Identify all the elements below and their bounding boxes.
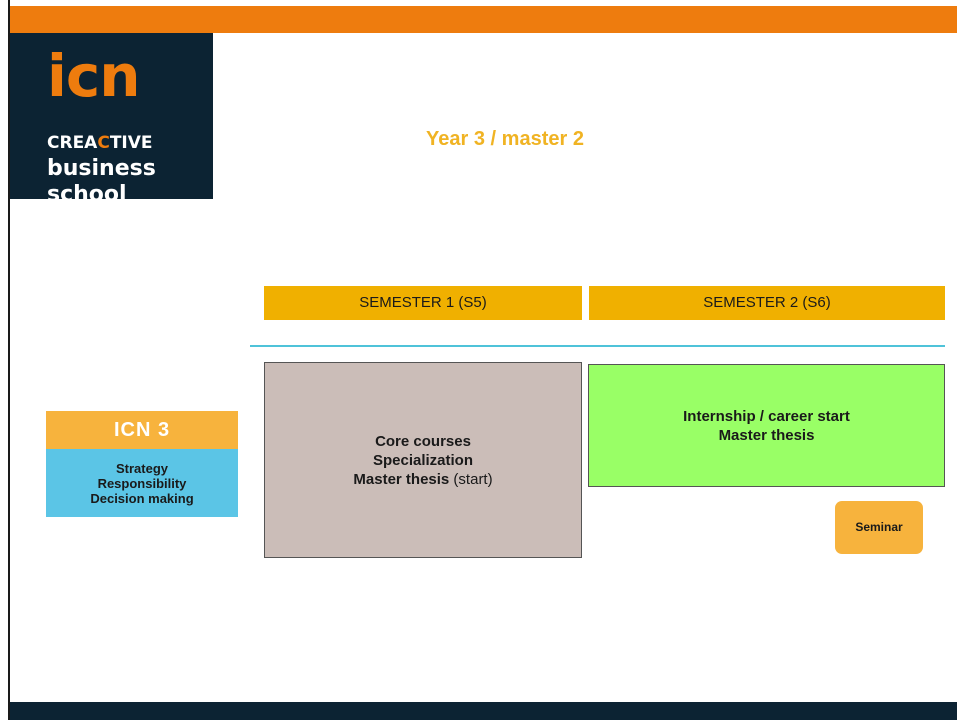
left-frame-border <box>0 0 10 720</box>
icn3-theme-strategy: Strategy <box>115 460 169 476</box>
logo-line-school: school <box>47 182 127 207</box>
semester-1-header: SEMESTER 1 (S5) <box>264 286 582 320</box>
logo-line-creactive: CREACTIVE <box>47 133 153 153</box>
internship-text: Internship / career start <box>683 408 850 425</box>
specialization-text: Specialization <box>372 451 474 469</box>
bottom-footer-bar <box>10 702 957 720</box>
icn3-theme-responsibility: Responsibility <box>97 475 187 491</box>
slide-title: Year 3 / master 2 <box>426 128 584 150</box>
semester-2-header: SEMESTER 2 (S6) <box>589 286 945 320</box>
icn3-theme-decision-making: Decision making <box>90 490 194 506</box>
icn3-heading: ICN 3 <box>46 411 238 449</box>
seminar-badge: Seminar <box>835 501 923 554</box>
core-courses-text: Core courses <box>375 432 471 450</box>
semester-1-content-box: Core courses Specialization Master thesi… <box>264 362 582 558</box>
semester-2-content-box: Internship / career start Master thesis <box>588 364 945 487</box>
school-logo: icn CREACTIVE business school <box>10 33 213 207</box>
master-thesis-start-text: Master thesis (start) <box>353 470 493 488</box>
master-thesis-text: Master thesis <box>718 427 815 444</box>
logo-line-business: business <box>47 156 156 181</box>
icn3-themes: Strategy Responsibility Decision making <box>46 449 238 517</box>
top-accent-bar <box>10 6 957 33</box>
logo-brand: icn <box>47 42 141 110</box>
header-divider <box>250 345 945 347</box>
